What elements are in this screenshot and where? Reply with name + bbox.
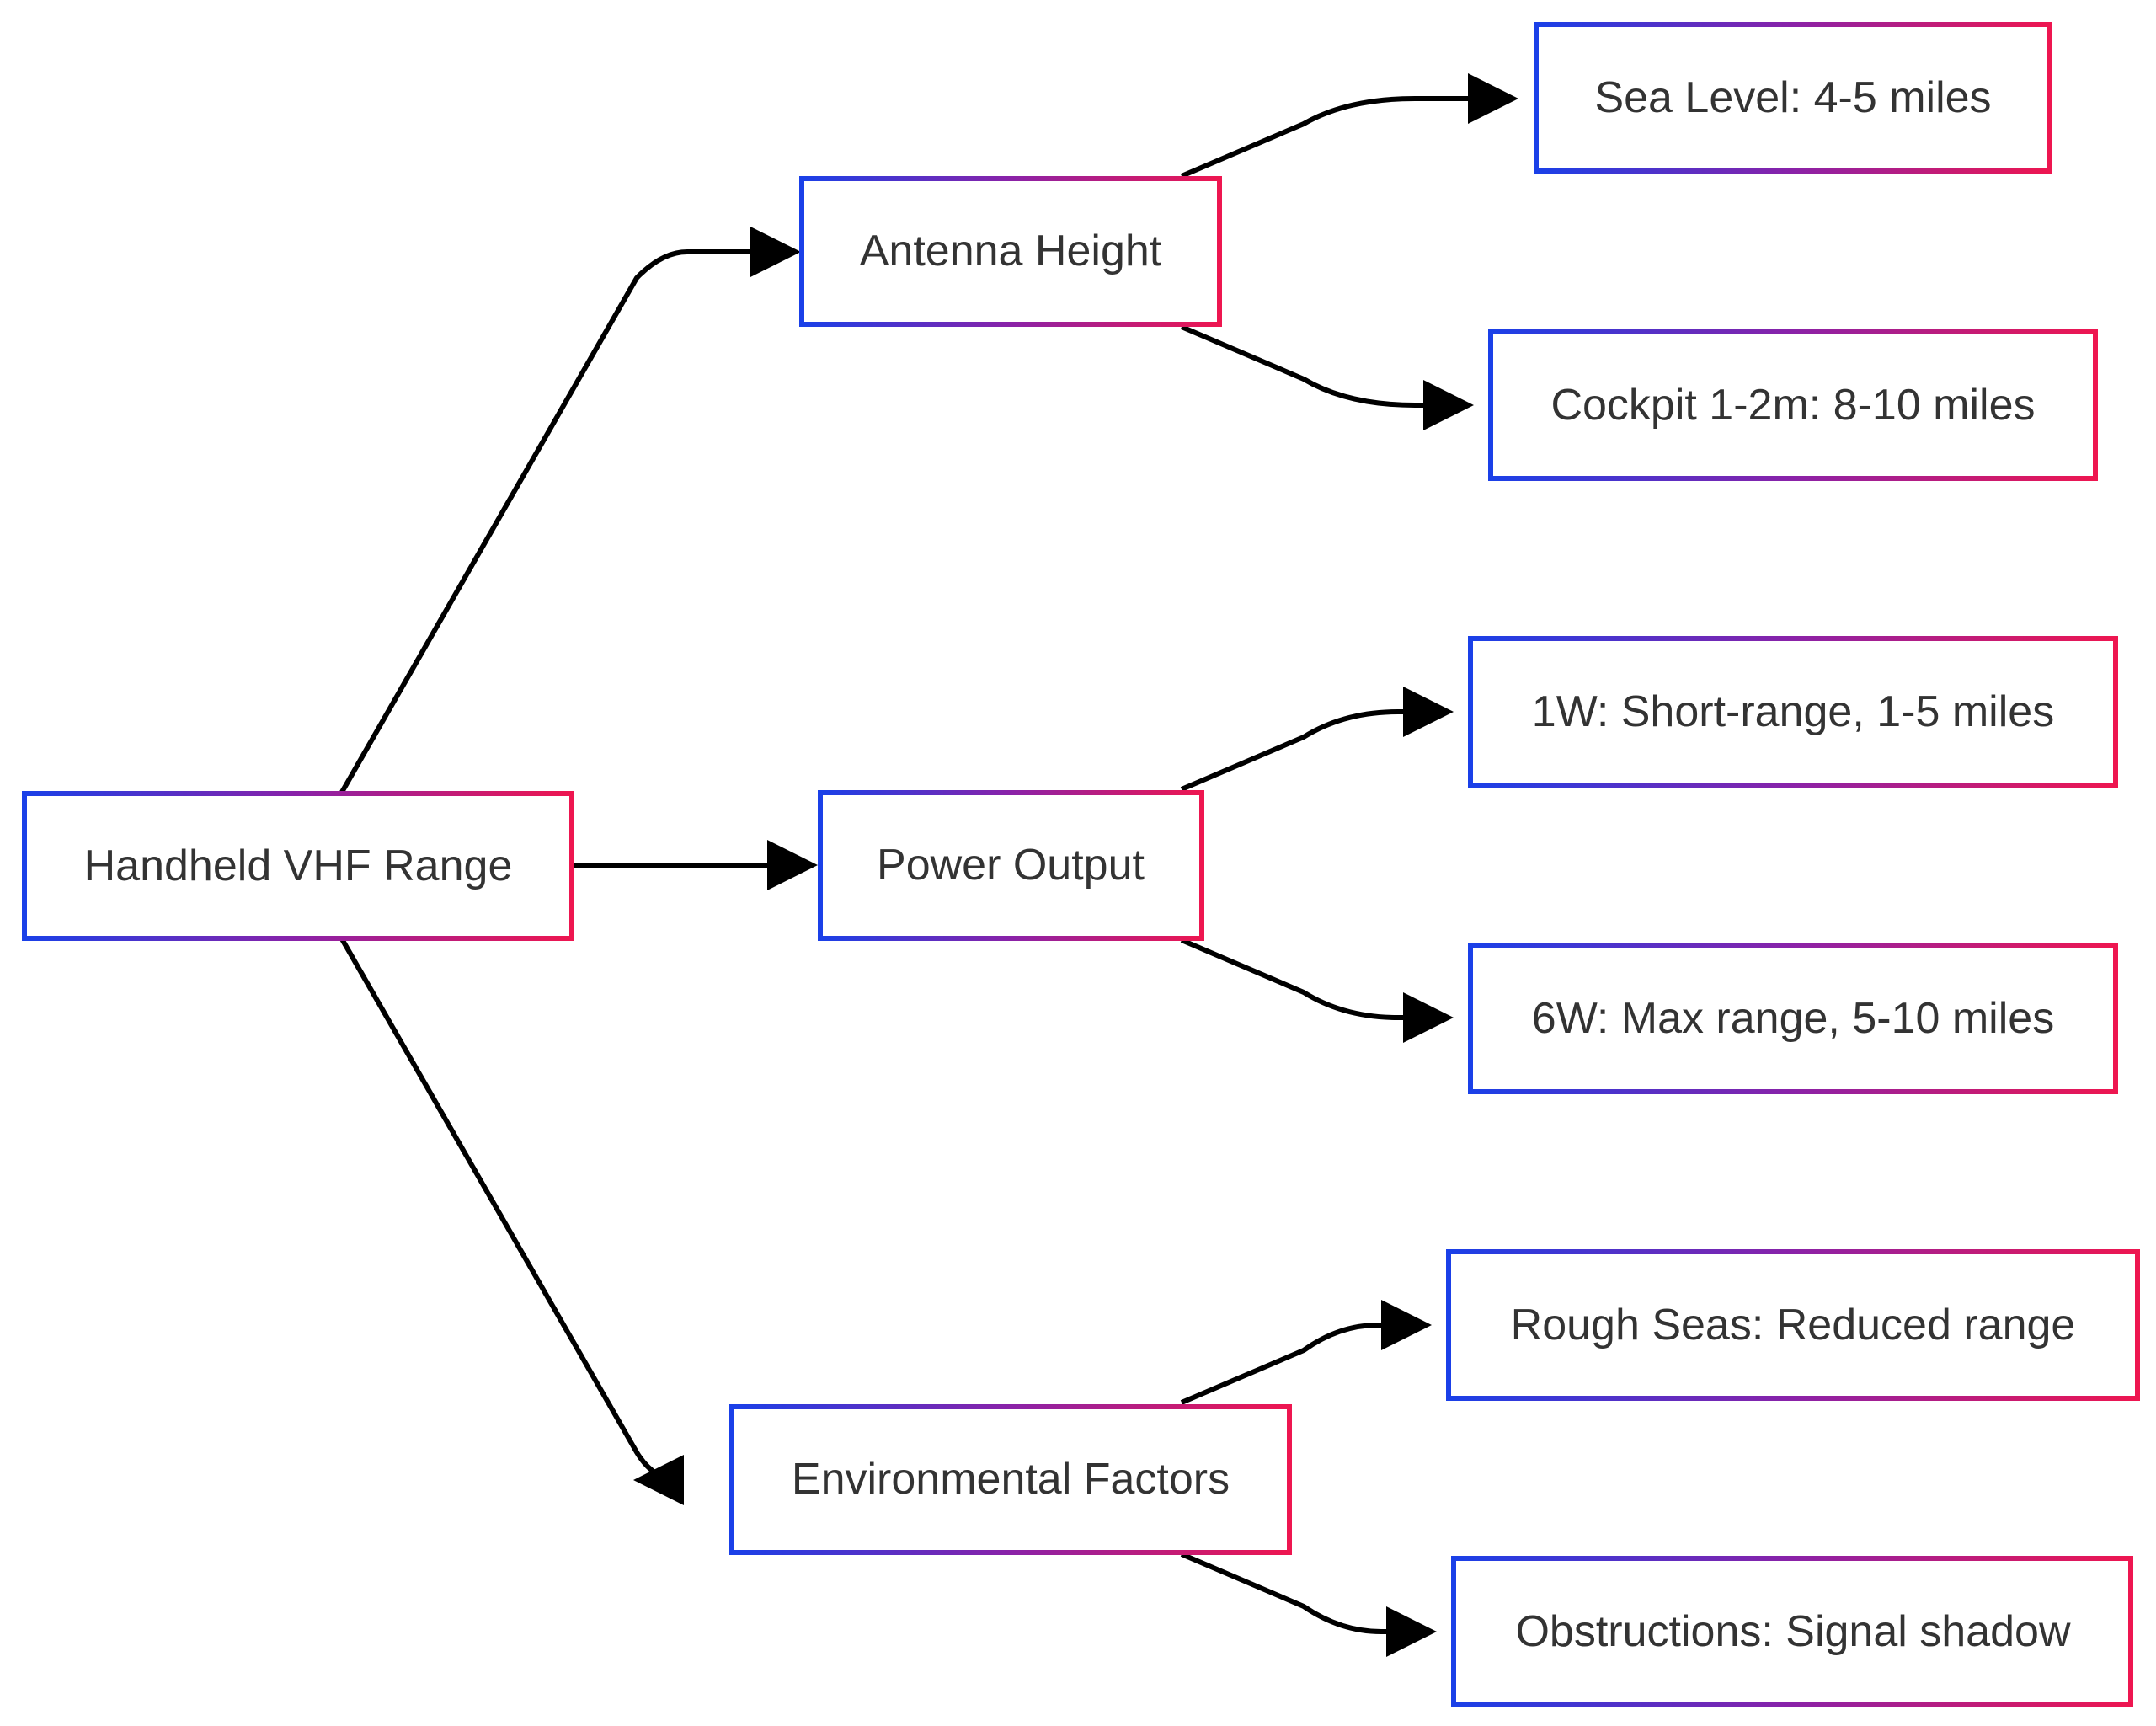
edge-power-output-to-one-watt [1180, 687, 1454, 792]
edge-antenna-height-to-cockpit [1180, 324, 1474, 430]
node-label: Obstructions: Signal shadow [1515, 1607, 2070, 1656]
node-label: Sea Level: 4-5 miles [1594, 73, 1991, 122]
edges [339, 73, 1518, 1657]
node-cockpit: Cockpit 1-2m: 8-10 miles [1488, 329, 2098, 481]
node-label: Environmental Factors [792, 1455, 1230, 1504]
node-label: Antenna Height [860, 227, 1162, 275]
node-environmental-factors: Environmental Factors [729, 1404, 1292, 1555]
node-power-output: Power Output [818, 790, 1204, 941]
node-label: Power Output [877, 841, 1145, 890]
node-label: Cockpit 1-2m: 8-10 miles [1550, 381, 2035, 430]
node-sea-level: Sea Level: 4-5 miles [1534, 22, 2052, 174]
node-label: Handheld VHF Range [84, 842, 513, 890]
node-obstructions: Obstructions: Signal shadow [1451, 1556, 2133, 1707]
node-handheld-vhf-range: Handheld VHF Range [22, 791, 574, 941]
edge-environmental-factors-to-rough-seas [1180, 1300, 1432, 1405]
edge-antenna-height-to-sea-level [1180, 73, 1518, 179]
node-six-watt: 6W: Max range, 5-10 miles [1468, 943, 2118, 1094]
node-label: 6W: Max range, 5-10 miles [1532, 994, 2054, 1043]
node-rough-seas: Rough Seas: Reduced range [1446, 1249, 2140, 1401]
edge-root-to-antenna-height [339, 227, 801, 795]
edge-root-to-environmental-factors [339, 936, 684, 1505]
node-one-watt: 1W: Short-range, 1-5 miles [1468, 636, 2118, 788]
edge-power-output-to-six-watt [1180, 938, 1454, 1043]
node-label: Rough Seas: Reduced range [1511, 1301, 2076, 1349]
node-antenna-height: Antenna Height [799, 176, 1222, 327]
edge-environmental-factors-to-obstructions [1180, 1552, 1437, 1657]
node-label: 1W: Short-range, 1-5 miles [1532, 687, 2054, 736]
